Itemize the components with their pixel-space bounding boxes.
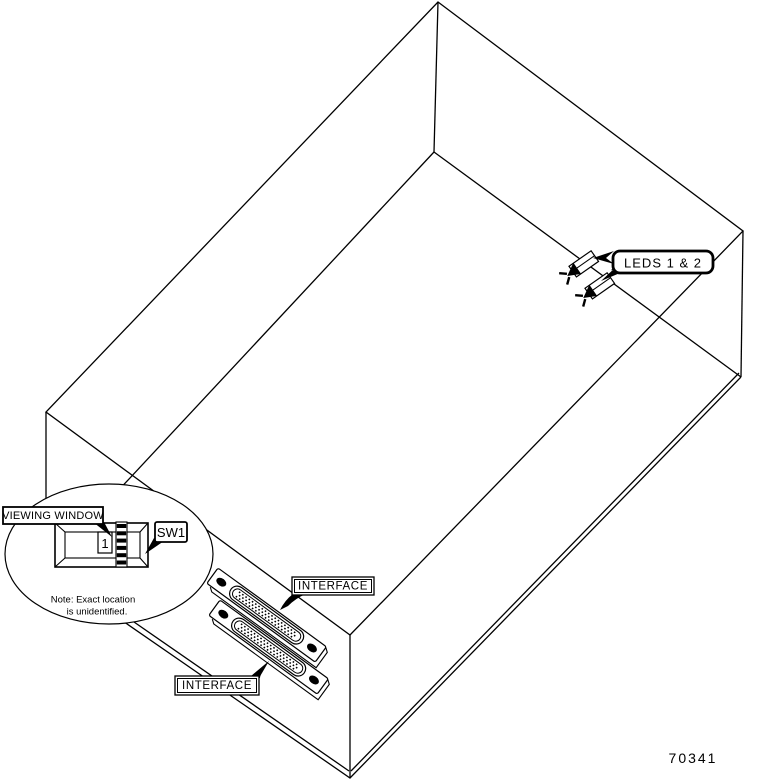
leds-pointer-1 [593, 251, 614, 264]
leds-callout-label: LEDS 1 & 2 [624, 256, 702, 271]
leds-callout-box [611, 249, 715, 275]
viewing-window-arrow [93, 522, 112, 537]
led-1-tip [567, 263, 581, 277]
led-2-leads [575, 293, 587, 307]
viewing-window-label: VIEWING WINDOW [2, 510, 104, 522]
chassis-bottom-outer-edge [45, 376, 742, 779]
interface-callout-top-label: INTERFACE [298, 581, 368, 593]
chassis-outline [45, 1, 744, 779]
figure-number: 70341 [669, 750, 718, 766]
led-1 [559, 249, 600, 285]
interface-callout-bottom: INTERFACE [174, 661, 269, 696]
chassis-right-vertical-edge [740, 230, 744, 378]
detail-balloon: 1 VIEWING WINDOW SW1 Note: Exact locatio… [2, 483, 214, 625]
interface-connector-top [207, 568, 328, 669]
connector-top-insert [231, 588, 302, 642]
interface-pointer-bottom [250, 661, 269, 678]
sw1-callout-box [154, 521, 188, 543]
led-1-edge-line [576, 255, 595, 269]
dip-switch-body [115, 521, 128, 568]
note-text-line2: is unidentified. [67, 607, 128, 618]
sw1-label: SW1 [157, 525, 185, 540]
leds-callout: LEDS 1 & 2 [593, 249, 715, 281]
interface-callout-bottom-box-inner [177, 678, 257, 693]
led-2-edge-line [592, 277, 611, 291]
connector-bottom-hole-right [308, 675, 319, 685]
led-2-tip [583, 285, 597, 299]
connector-bottom-hole-left [218, 609, 229, 619]
window-digit-box [97, 531, 113, 554]
window-frame-bevels [54, 522, 149, 568]
note-text-line1: Note: Exact location [51, 595, 136, 606]
interface-callout-top-box-inner [294, 579, 372, 593]
interface-pointer-top [280, 594, 306, 610]
interface-callout-bottom-box [174, 675, 260, 696]
viewing-window-callout-box [2, 506, 104, 525]
leds-pointer-2 [601, 266, 620, 281]
interface-callout-top: INTERFACE [280, 576, 375, 610]
window-digit: 1 [101, 536, 108, 551]
led-1-leads [559, 271, 571, 285]
interface-callout-bottom-label: INTERFACE [182, 680, 252, 692]
dip-switch [115, 521, 128, 568]
interface-callout-top-box [291, 576, 375, 596]
dip-switch-stripes [116, 524, 127, 565]
chassis-bottom-inner-right-edge [350, 372, 740, 772]
connector-top-hole-right [306, 643, 317, 653]
connector-top-hole-left [216, 577, 227, 587]
connector-bottom-insert [233, 620, 304, 674]
interface-connector-bottom [209, 600, 330, 701]
chassis-interior-corner-edge [433, 1, 439, 153]
led-2 [575, 271, 616, 307]
